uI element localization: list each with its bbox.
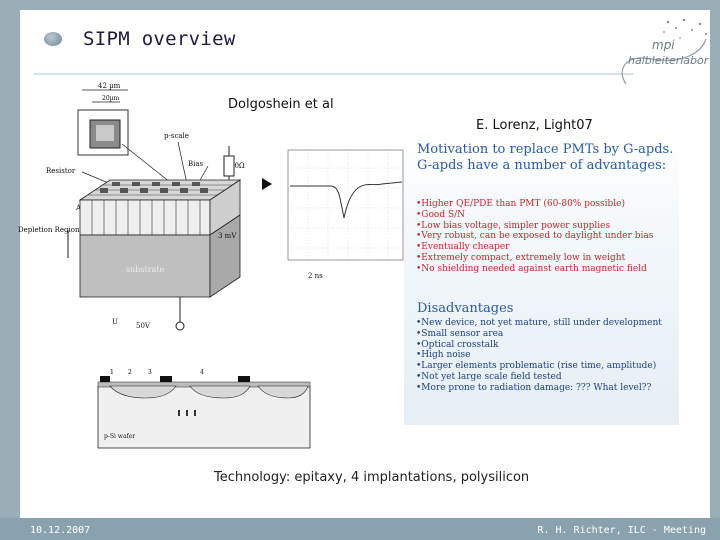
advantage-item: •No shielding needed against earth magne… [416,263,647,274]
cross-number-2: 2 [128,369,132,376]
oscilloscope-trace: 2 ns [287,149,404,280]
depletion-text: Depletion Region [18,226,80,234]
mpi-logo-icon [621,18,707,85]
frame-right [710,0,720,540]
disadvantage-item: •Small sensor area [416,328,504,339]
cross-number-4: 4 [200,369,204,376]
title-bullet-icon [44,32,62,46]
footer-date: 10.12.2007 [30,525,91,536]
dim-top-label: 42 µm [98,82,121,90]
frame-left [0,0,20,540]
rbias-label: 50Ω [230,162,245,170]
title-divider [34,73,634,75]
ubias-label: U [112,318,118,326]
motivation-headline-2: G-apds have a number of advantages: [417,158,667,173]
motivation-panel [404,135,679,425]
advantage-item: •Good S/N [416,209,466,220]
technology-caption: Technology: epitaxy, 4 implantations, po… [214,470,530,485]
footer-author: R. H. Richter, ILC - Meeting [537,525,706,536]
advantages-list: •Higher QE/PDE than PMT (60-80% possible… [416,199,653,275]
frame-bottom [0,518,720,540]
cross-number-3: 3 [148,369,152,376]
caption-dolgoshein: Dolgoshein et al [228,97,334,112]
advantage-item: •Extremely compact, extremely low in wei… [416,252,626,263]
dim-inner-label: 20µm [102,95,120,102]
scope-time-label: 2 ns [308,272,323,280]
disadvantage-item: •Larger elements problematic (rise time,… [416,361,657,372]
advantage-item: •Higher QE/PDE than PMT (60-80% possible… [416,199,625,209]
disadvantage-item: •Not yet large scale field tested [416,371,562,382]
depletion-label: Depletion Region [18,226,80,234]
disadvantages-title: Disadvantages [417,301,514,316]
al-label: Al [75,204,84,212]
caption-lorenz: E. Lorenz, Light07 [476,118,593,133]
sipm-device-diagram: 42 µm 20µm Resistor p-scale Bias 50Ω Al … [18,82,272,331]
ubias-value-label: 50V [136,322,151,330]
logo-text-mpi: mpi [652,38,675,52]
slide-title: SIPM overview [83,28,236,50]
wafer-label: p-Si wafer [104,433,135,440]
resistor-label: Resistor [46,167,76,175]
frame-top [0,0,720,10]
cross-number-1: 1 [110,369,114,376]
pixel-zoom-box [77,109,129,156]
disadvantages-list: •New device, not yet mature, still under… [416,318,662,394]
logo-text-halbleiterlabor: halbleiterlabor [628,54,709,67]
advantage-item: •Low bias voltage, simpler power supplie… [416,220,611,231]
signal-arrow-icon [262,178,272,190]
substrate-label: substrate [126,265,165,274]
scope-voltage-label: 3 mV [218,232,237,240]
disadvantage-item: •More prone to radiation damage: ??? Wha… [416,382,652,393]
motivation-headline-1: Motivation to replace PMTs by G-apds. [417,142,674,157]
advantage-item: •Very robust, can be exposed to daylight… [416,231,654,242]
cross-section-diagram: 1 2 3 4 p-Si wafer [97,369,311,449]
disadvantage-item: •High noise [416,350,471,361]
bias-label: Bias [188,160,204,168]
disadvantage-item: •Optical crosstalk [416,339,499,350]
advantage-item: •Eventually cheaper [416,242,510,253]
pixels-label: p-scale [164,132,189,140]
disadvantage-item: •New device, not yet mature, still under… [416,318,662,328]
